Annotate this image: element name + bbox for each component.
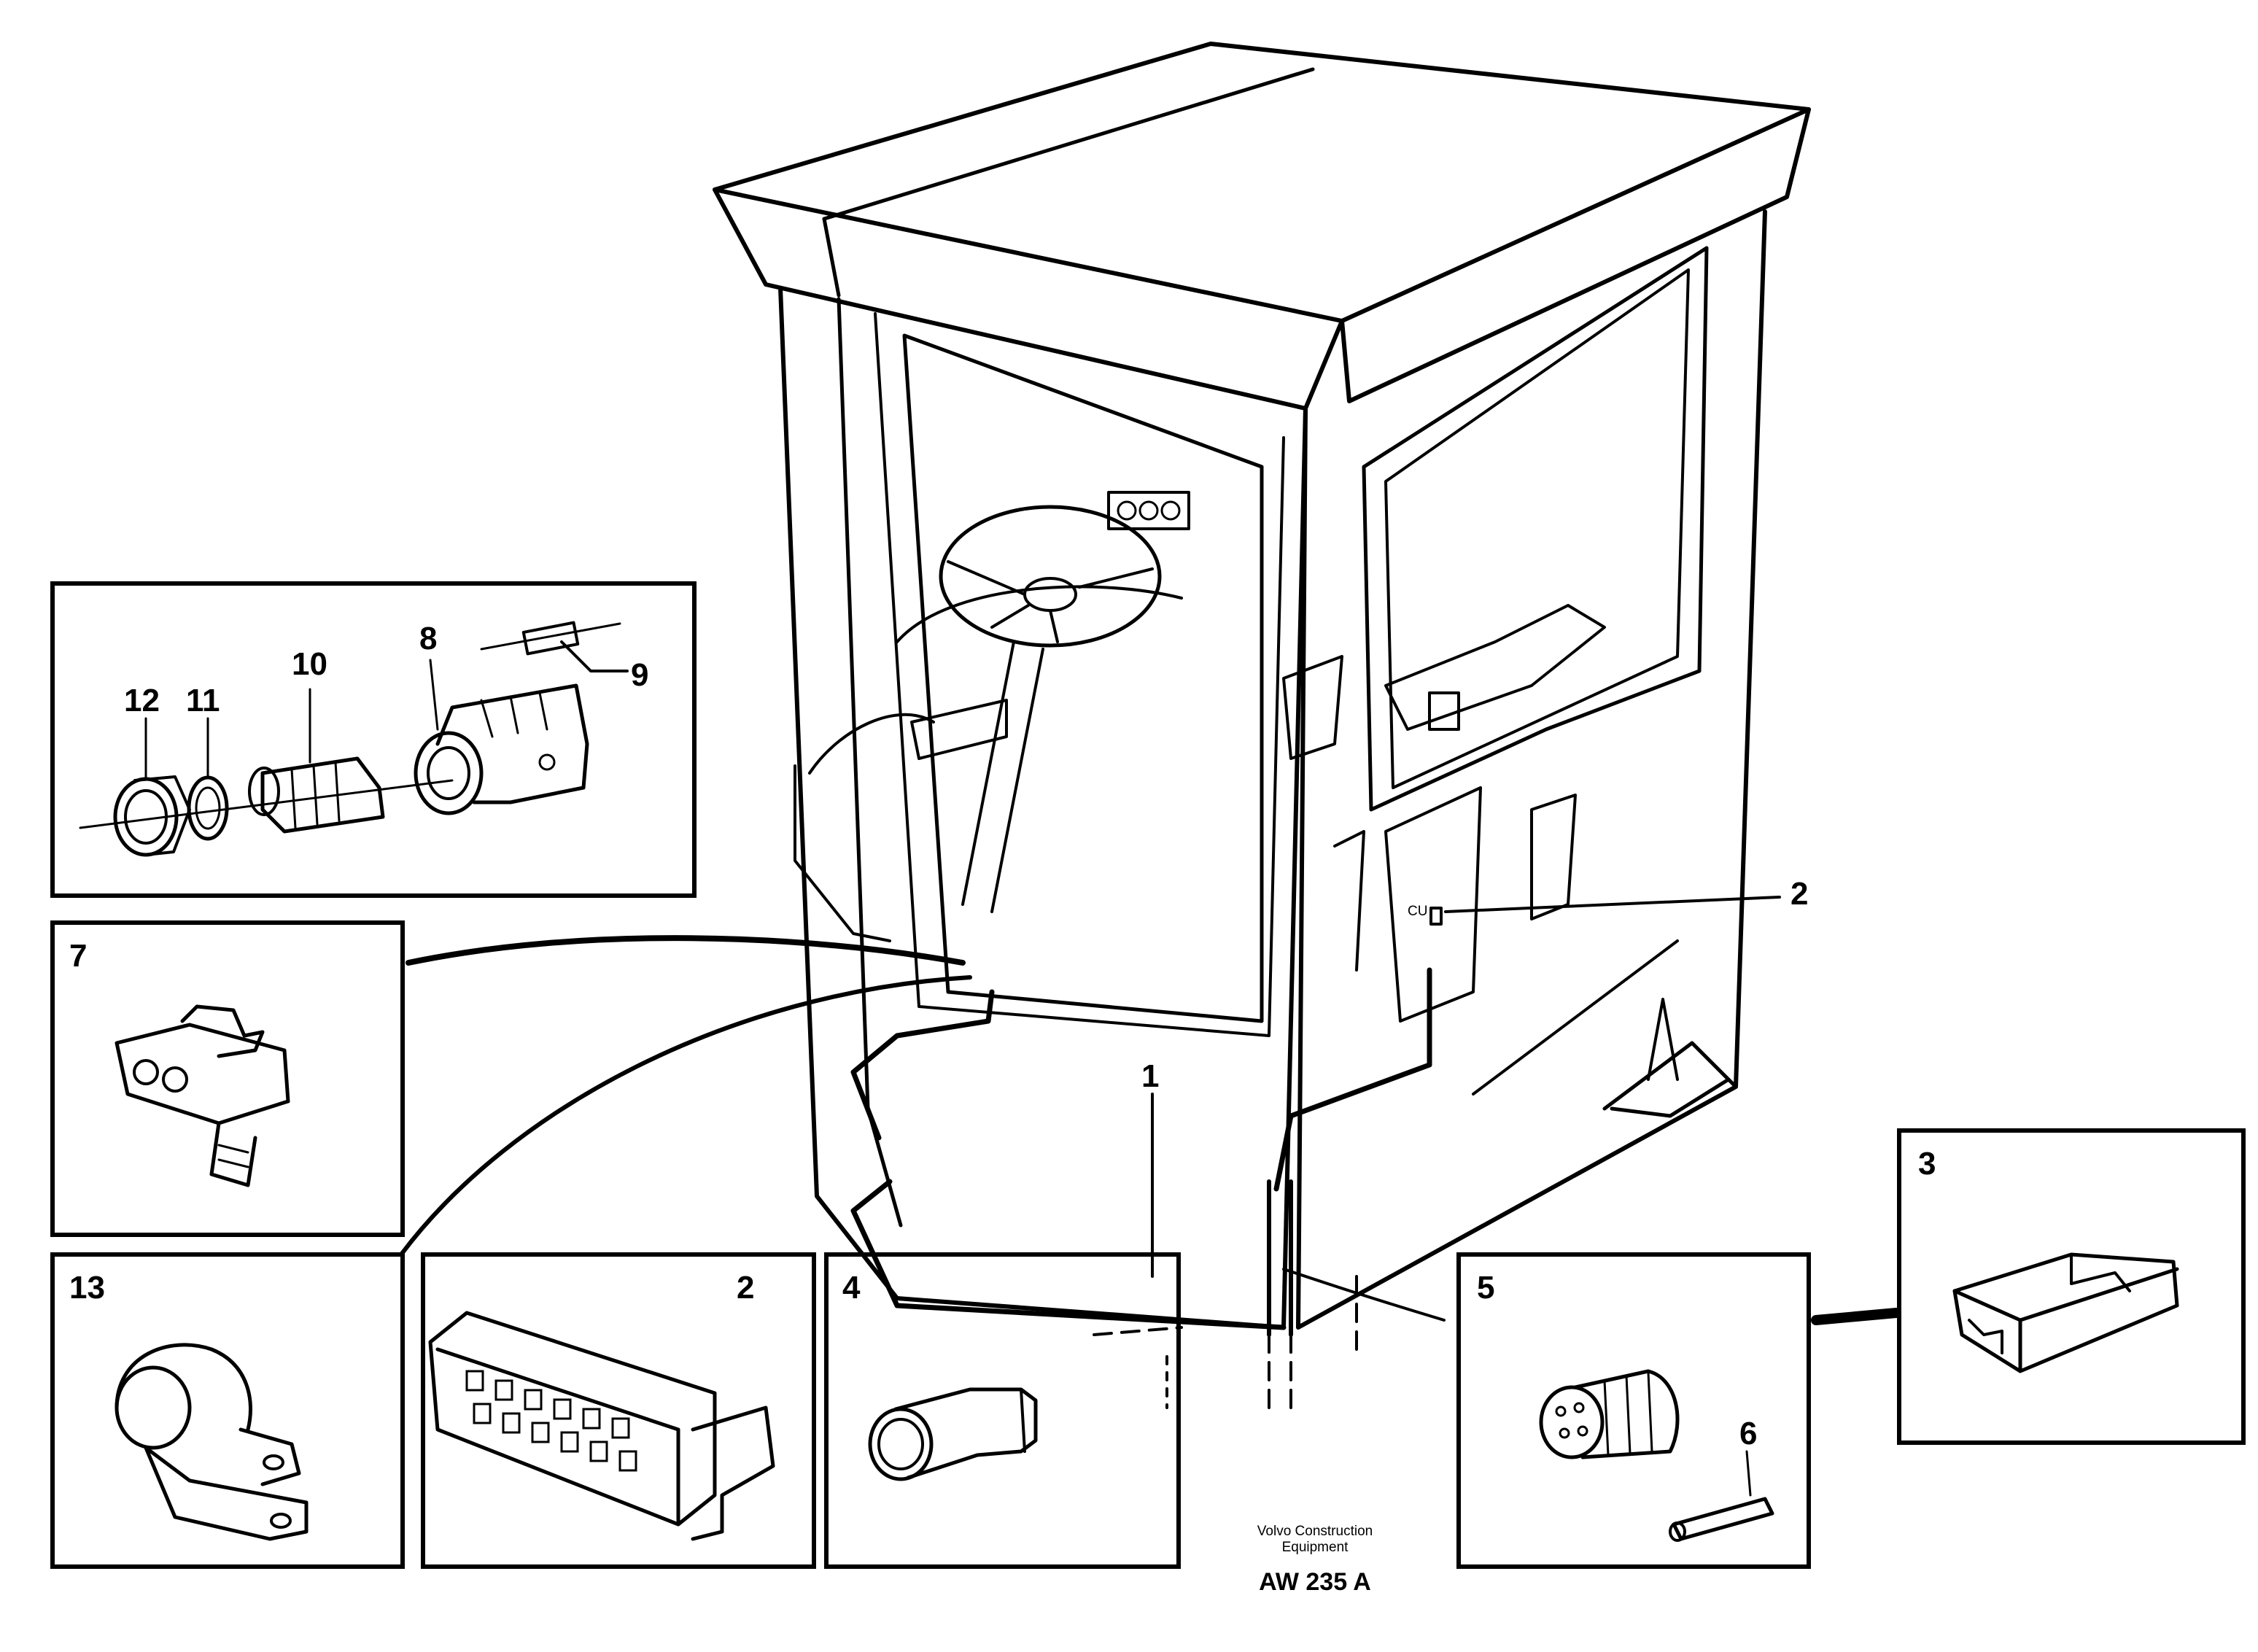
callout-2-box: 2 [737,1270,754,1306]
callout-2-cab: 2 [1791,876,1808,912]
callout-5: 5 [1477,1270,1494,1306]
credit-line-2: Equipment [1282,1540,1349,1555]
box-connector-assembly: 12 11 10 8 9 [50,581,697,898]
box-part-7: 7 [50,920,405,1237]
callout-9: 9 [631,657,648,693]
callout-1: 1 [1141,1058,1159,1094]
callout-8: 8 [419,621,437,656]
leader-lines [399,640,1901,1325]
box-part-5: 5 6 [1456,1252,1811,1569]
cu-marker: CU [1408,904,1427,919]
callout-6: 6 [1739,1416,1757,1451]
box-part-3: 3 [1897,1128,2246,1445]
callout-7: 7 [69,938,87,974]
callout-10: 10 [292,646,327,682]
callout-12: 12 [124,683,160,718]
callout-3: 3 [1918,1146,1936,1182]
credit-line-1: Volvo Construction [1257,1524,1373,1539]
drawing-code: AW 235 A [1259,1568,1371,1596]
box-part-2: 2 [421,1252,816,1569]
callout-4: 4 [842,1270,861,1306]
box-part-13: 13 [50,1252,405,1569]
cab-illustration: CU [713,42,1811,1416]
box-part-4: 4 [824,1252,1181,1569]
callout-11: 11 [186,683,220,718]
callout-13: 13 [69,1270,105,1306]
